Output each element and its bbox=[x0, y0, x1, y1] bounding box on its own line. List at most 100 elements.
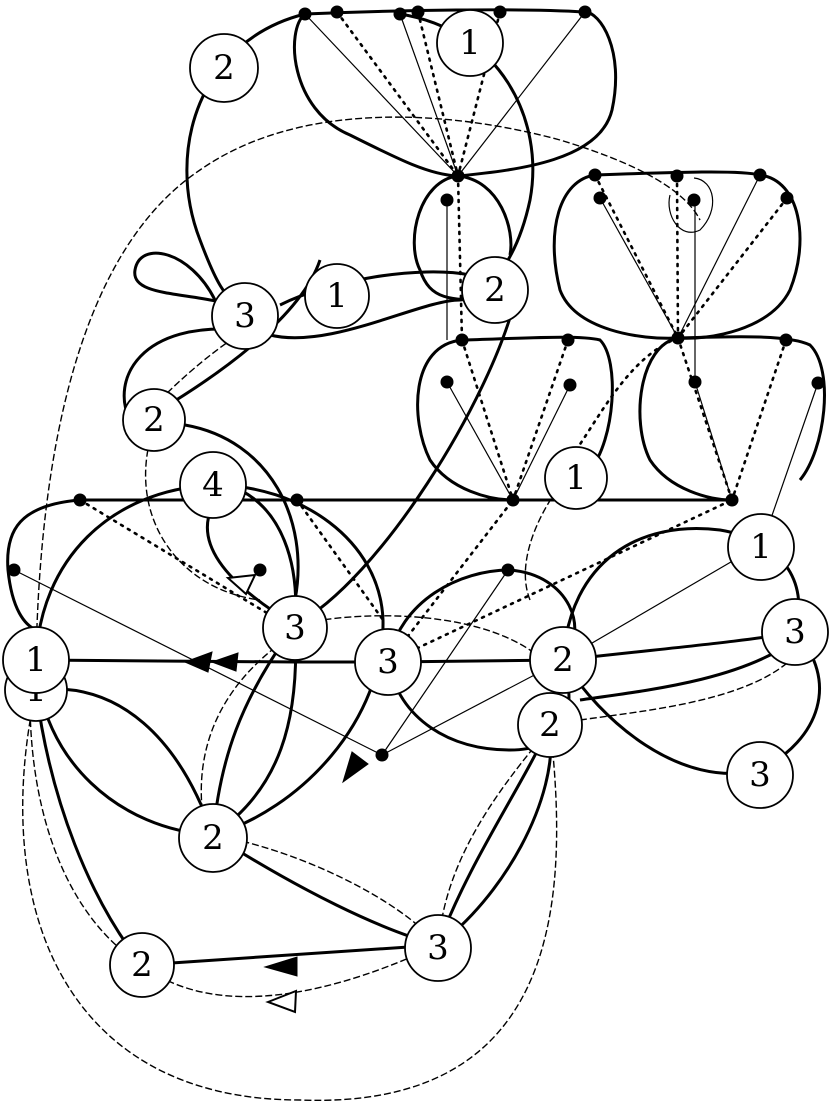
node-circle bbox=[529, 626, 597, 694]
graph-node: 1 bbox=[544, 446, 608, 510]
edge bbox=[561, 527, 801, 661]
vertex-dot bbox=[687, 193, 701, 207]
vertex-dot bbox=[393, 7, 407, 21]
edge bbox=[34, 483, 385, 837]
node-label: 2 bbox=[202, 818, 224, 858]
edges bbox=[6, 8, 826, 1101]
vertex-dot bbox=[411, 5, 425, 19]
node-label: 2 bbox=[484, 270, 506, 310]
edge bbox=[294, 299, 517, 627]
edge bbox=[599, 197, 679, 339]
edge bbox=[6, 498, 81, 632]
node-circle bbox=[211, 282, 279, 350]
edge bbox=[184, 423, 300, 601]
graph-node: 1 bbox=[436, 9, 504, 77]
node-circle bbox=[727, 513, 795, 581]
vertex-dot bbox=[330, 5, 344, 19]
vertex-dot bbox=[506, 493, 520, 507]
vertex-dot bbox=[493, 5, 507, 19]
edge bbox=[34, 689, 144, 966]
edge bbox=[35, 658, 564, 664]
node-label: 2 bbox=[143, 400, 165, 440]
node-label: 3 bbox=[749, 755, 771, 795]
node-label: 2 bbox=[131, 945, 153, 985]
edge bbox=[457, 11, 586, 177]
node-label: 2 bbox=[213, 48, 235, 88]
node-circle bbox=[109, 932, 175, 998]
arrowhead-filled bbox=[342, 751, 369, 784]
vertex-dot bbox=[501, 563, 515, 577]
graph-node: 2 bbox=[529, 626, 597, 694]
node-label: 3 bbox=[784, 612, 806, 652]
node-circle bbox=[354, 628, 422, 696]
graph-node: 3 bbox=[404, 914, 472, 982]
edge bbox=[145, 439, 261, 601]
edge bbox=[304, 13, 459, 177]
node-label: 3 bbox=[284, 608, 306, 648]
edge bbox=[562, 630, 796, 662]
vertex-dot bbox=[253, 563, 267, 577]
graph-node: 3 bbox=[761, 598, 829, 666]
vertex-dot bbox=[578, 5, 592, 19]
node-circle bbox=[404, 914, 472, 982]
edge bbox=[638, 336, 733, 502]
vertex-dot bbox=[561, 333, 575, 347]
edge bbox=[677, 335, 826, 481]
edge bbox=[78, 498, 297, 632]
graph-node: 2 bbox=[189, 33, 259, 103]
edge bbox=[446, 381, 514, 501]
edge bbox=[141, 944, 439, 998]
node-circle bbox=[2, 626, 70, 694]
node-circle bbox=[726, 741, 794, 809]
edge bbox=[436, 724, 552, 946]
edge bbox=[562, 544, 761, 661]
edge bbox=[22, 689, 558, 1101]
vertices bbox=[7, 5, 825, 762]
vertex-dot bbox=[440, 375, 454, 389]
edge bbox=[730, 338, 788, 502]
node-label: 1 bbox=[750, 527, 772, 567]
edge bbox=[457, 174, 513, 256]
node-circle bbox=[122, 388, 186, 452]
vertex-dot bbox=[455, 333, 469, 347]
graph-node: 3 bbox=[354, 628, 422, 696]
vertex-dot bbox=[671, 331, 685, 345]
graph-node: 1 bbox=[304, 263, 370, 329]
edge bbox=[295, 498, 385, 622]
graph-node: 4 bbox=[179, 451, 247, 519]
node-circle bbox=[517, 692, 583, 758]
graph-node: 1 bbox=[727, 513, 795, 581]
vertex-dot bbox=[73, 493, 87, 507]
node-circle bbox=[461, 256, 529, 324]
edge bbox=[677, 174, 761, 339]
edge bbox=[457, 10, 618, 178]
arrows bbox=[183, 573, 369, 1014]
vertex-dot bbox=[725, 493, 739, 507]
vertex-dot bbox=[670, 169, 684, 183]
edge bbox=[386, 498, 734, 664]
node-circle bbox=[544, 446, 608, 510]
node-label: 1 bbox=[326, 276, 348, 316]
node-label: 3 bbox=[377, 642, 399, 682]
graph-node: 1 bbox=[2, 626, 70, 694]
node-circle bbox=[178, 803, 248, 873]
edge bbox=[460, 338, 515, 502]
vertex-dot bbox=[298, 7, 312, 21]
vertex-dot bbox=[290, 493, 304, 507]
edge bbox=[668, 177, 714, 233]
arrowhead-filled bbox=[263, 956, 298, 977]
vertex-dot bbox=[753, 168, 767, 182]
vertex-dot bbox=[375, 748, 389, 762]
arrowhead-open bbox=[225, 573, 257, 596]
vertex-dot bbox=[688, 375, 702, 389]
node-label: 4 bbox=[202, 465, 224, 505]
node-circle bbox=[761, 598, 829, 666]
node-label: 1 bbox=[25, 640, 47, 680]
edge bbox=[552, 173, 679, 340]
vertex-dot bbox=[563, 378, 577, 392]
node-circle bbox=[189, 33, 259, 103]
node-label: 1 bbox=[459, 23, 481, 63]
vertex-dot bbox=[451, 169, 465, 183]
edge bbox=[212, 834, 439, 946]
